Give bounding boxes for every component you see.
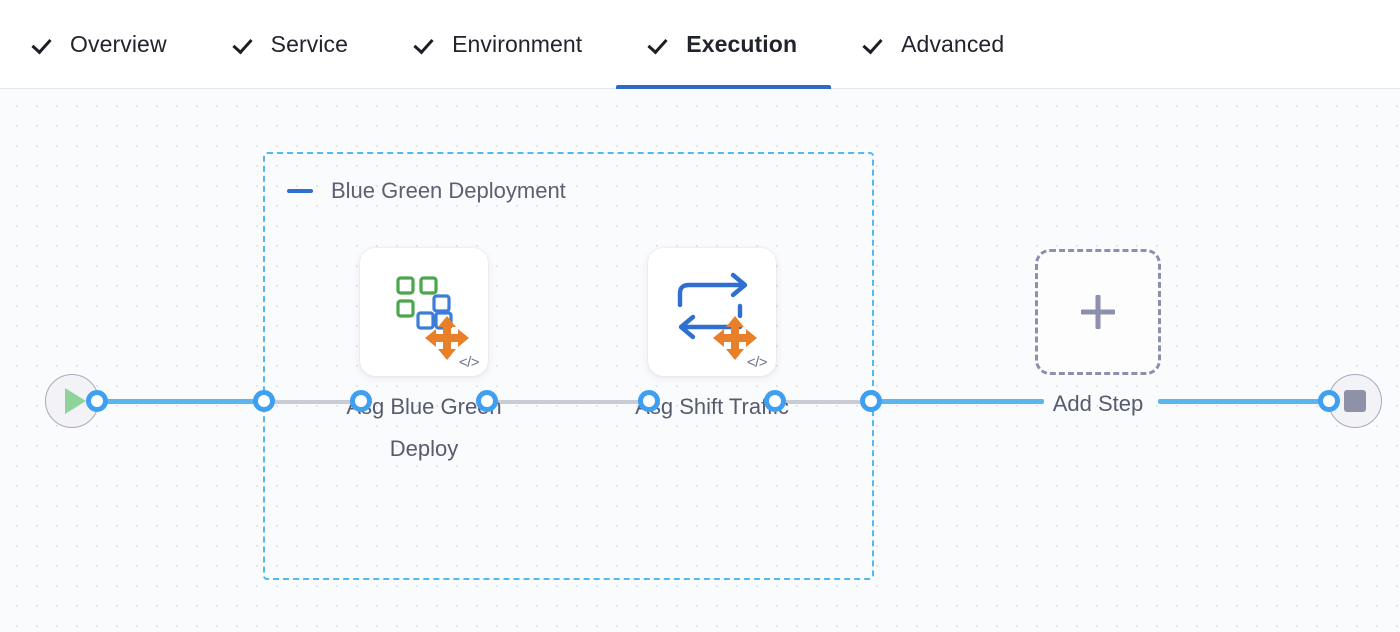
minus-icon[interactable]: [287, 189, 313, 193]
edge-step1-to-step2: [478, 400, 660, 404]
check-icon: [865, 33, 887, 55]
asg-shift-traffic-icon: [648, 248, 776, 376]
edge-start-to-group: [96, 399, 276, 404]
tab-overview[interactable]: Overview: [0, 0, 201, 89]
connector-dot-step2-in[interactable]: [638, 390, 660, 412]
check-icon: [416, 33, 438, 55]
edge-add-step-to-end: [1158, 399, 1338, 404]
connector-dot-start-out[interactable]: [86, 390, 108, 412]
stop-icon: [1344, 390, 1366, 412]
connector-dot-end-in[interactable]: [1318, 390, 1340, 412]
step-asg-shift-traffic[interactable]: </> Asg Shift Traffic: [635, 248, 789, 419]
pipeline-tab-bar: Overview Service Environment Execution A…: [0, 0, 1400, 89]
connector-dot-group-out[interactable]: [860, 390, 882, 412]
code-badge: </>: [746, 354, 768, 371]
add-step-label: Add Step: [1052, 391, 1144, 416]
step-card[interactable]: </>: [360, 248, 488, 376]
check-icon: [650, 33, 672, 55]
code-badge: </>: [458, 354, 480, 371]
execution-canvas[interactable]: Blue Green Deployment: [0, 89, 1400, 632]
tab-advanced[interactable]: Advanced: [831, 0, 1038, 89]
connector-dot-step1-out[interactable]: [476, 390, 498, 412]
edge-step2-to-group-exit: [766, 400, 878, 404]
add-step-node[interactable]: Add Step: [1035, 249, 1161, 417]
stage-group-header: Blue Green Deployment: [287, 178, 566, 204]
connector-dot-step2-out[interactable]: [764, 390, 786, 412]
step-card[interactable]: </>: [648, 248, 776, 376]
connector-dot-step1-in[interactable]: [350, 390, 372, 412]
tab-label: Advanced: [901, 30, 1005, 57]
tab-environment[interactable]: Environment: [382, 0, 616, 89]
edge-group-entry-to-step1: [268, 400, 372, 404]
connector-dot-group-in[interactable]: [253, 390, 275, 412]
step-asg-blue-green-deploy[interactable]: </> Asg Blue Green Deploy: [346, 248, 502, 461]
step-label: Asg Shift Traffic: [635, 394, 789, 419]
tab-label: Environment: [452, 30, 583, 57]
asg-blue-green-deploy-icon: [360, 248, 488, 376]
check-icon: [34, 33, 56, 55]
stage-group-blue-green-deployment[interactable]: Blue Green Deployment: [263, 152, 874, 580]
tab-execution[interactable]: Execution: [616, 0, 831, 89]
tab-service[interactable]: Service: [201, 0, 382, 89]
check-icon: [235, 33, 257, 55]
step-label: Asg Blue Green Deploy: [346, 394, 502, 461]
tab-label: Execution: [686, 30, 798, 57]
plus-icon[interactable]: [1035, 249, 1161, 375]
tab-label: Overview: [70, 30, 167, 57]
edge-group-to-add-step: [872, 399, 1044, 404]
stage-group-title: Blue Green Deployment: [331, 178, 566, 203]
tab-label: Service: [270, 30, 349, 57]
play-icon: [64, 388, 86, 414]
